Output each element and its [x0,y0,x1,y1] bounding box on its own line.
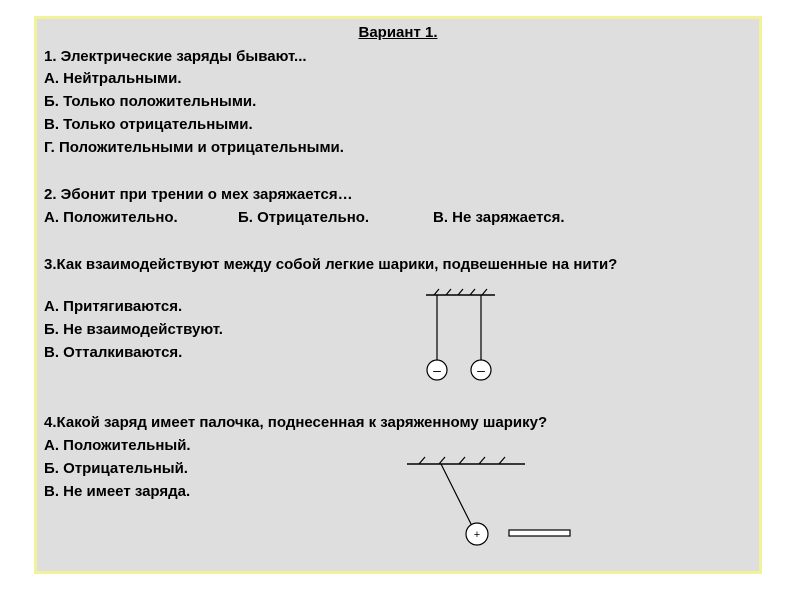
ball-right [470,359,492,381]
hatch-mark [458,456,466,465]
ball-left-sign: – [433,362,441,378]
ball-right-sign: – [477,362,485,378]
hatch-mark [457,288,464,296]
hatch-mark [433,288,440,296]
diagrams-layer: – – + [407,288,571,546]
q4-option-c: В. Не имеет заряда. [44,483,191,500]
thread [440,463,472,525]
rod [508,529,571,537]
charged-ball-sign: + [474,529,480,541]
q4-option-a: А. Положительный. [44,437,191,454]
q1-option-d: Г. Положительными и отрицательными. [44,139,344,156]
q3-question: 3.Как взаимодействуют между собой легкие… [44,256,618,273]
hatch-mark [418,456,426,465]
q1-option-a: А. Нейтральными. [44,70,182,87]
q4-option-b: Б. Отрицательный. [44,460,188,477]
q3-option-a: А. Притягиваются. [44,298,183,315]
q4-question: 4.Какой заряд имеет палочка, поднесенная… [44,414,548,431]
hatch-mark [438,456,446,465]
q3-option-c: В. Отталкиваются. [44,344,183,361]
hatch-mark [469,288,476,296]
q2-question: 2. Эбонит при трении о мех заряжается… [44,186,353,203]
ball-left [426,359,448,381]
hatch-mark [481,288,488,296]
quiz-card: Вариант 1. 1. Электрические заряды бываю… [34,16,762,574]
q2-option-b: Б. Отрицательно. [238,209,370,226]
q3-diagram: – – [426,288,495,381]
q1-option-c: В. Только отрицательными. [44,116,253,133]
charged-ball [465,522,489,546]
q4-diagram: + [407,456,571,546]
q2-option-c: В. Не заряжается. [433,209,565,226]
variant-title: Вариант 1. [358,24,438,41]
q2-option-a: А. Положительно. [44,209,178,226]
q3-option-b: Б. Не взаимодействуют. [44,321,223,338]
q1-option-b: Б. Только положительными. [44,93,257,110]
hatch-mark [498,456,506,465]
q1-question: 1. Электрические заряды бывают... [44,48,307,65]
hatch-mark [478,456,486,465]
hatch-mark [445,288,452,296]
